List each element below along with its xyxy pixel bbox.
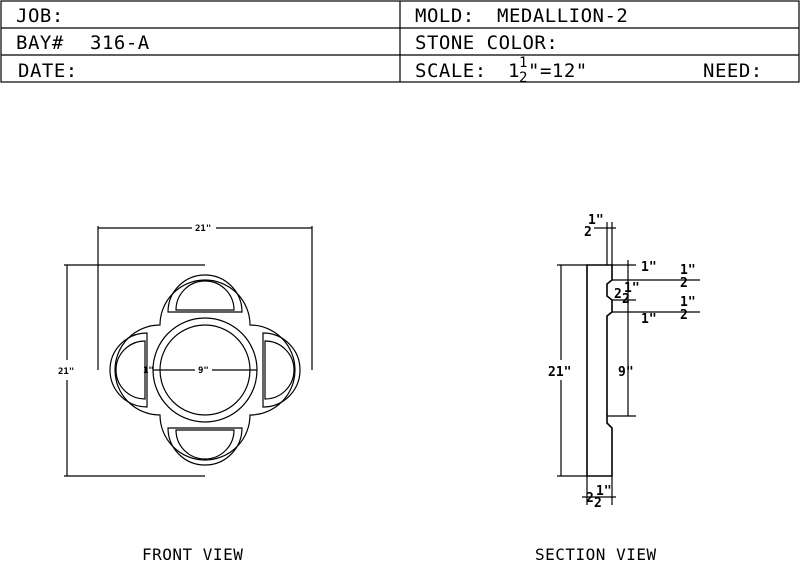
- mold-label: MOLD:: [415, 5, 475, 27]
- section-r4-den: 2: [680, 308, 688, 323]
- section-top-num: 1": [588, 213, 604, 228]
- section-view: 21" 1" 2 1" 1" 2 2 1" 2 1" 2 1" 9" 2 1" …: [535, 213, 700, 564]
- section-view-label: SECTION VIEW: [535, 545, 657, 564]
- section-r5-label: 1": [641, 312, 657, 327]
- stone-color-label: STONE COLOR:: [415, 32, 558, 54]
- section-r1-label: 1": [641, 260, 657, 275]
- job-label: JOB:: [16, 5, 64, 27]
- left-lobe-inner: [115, 340, 146, 400]
- height-dimension-label: 21": [58, 367, 74, 377]
- medallion-outline: [114, 279, 296, 461]
- mold-value: MEDALLION-2: [497, 5, 628, 27]
- bottom-lobe-outer: [167, 427, 243, 466]
- left-lobe-outer: [109, 332, 148, 408]
- title-block: JOB: BAY# 316-A DATE: MOLD: MEDALLION-2 …: [0, 0, 800, 86]
- section-r2-den: 2: [680, 276, 688, 291]
- section-r4-num: 1": [680, 295, 696, 310]
- top-lobe-outer: [167, 274, 243, 313]
- section-bottom-whole: 2: [586, 491, 594, 506]
- scale-rest: "=12": [528, 60, 588, 82]
- date-label: DATE:: [18, 60, 78, 82]
- section-bottom-den: 2: [594, 496, 602, 511]
- right-lobe-outer: [262, 332, 301, 408]
- section-mid-label: 9": [618, 365, 634, 380]
- width-dimension-label: 21": [195, 224, 211, 234]
- bay-value: 316-A: [90, 32, 150, 54]
- front-view: 21" 21" 9" 1" FRONT VIEW: [58, 224, 313, 564]
- top-lobe-inner: [175, 280, 235, 311]
- scale-whole: 1: [508, 60, 520, 82]
- right-lobe-inner: [264, 340, 295, 400]
- section-profile: [586, 264, 613, 477]
- section-top-den: 2: [584, 225, 592, 240]
- section-r2-num: 1": [680, 263, 696, 278]
- scale-den: 2: [519, 70, 527, 86]
- scale-num: 1: [519, 55, 527, 71]
- bottom-lobe-inner: [175, 429, 235, 460]
- bay-label: BAY#: [16, 32, 64, 54]
- need-label: NEED:: [703, 60, 763, 82]
- scale-label: SCALE:: [415, 60, 487, 82]
- section-r3-den: 2: [622, 292, 630, 307]
- section-r3-whole: 2: [614, 287, 622, 302]
- section-r3-num: 1": [624, 281, 640, 296]
- center-dimension-label: 9": [198, 366, 209, 376]
- front-view-label: FRONT VIEW: [142, 545, 243, 564]
- ring-dimension-label: 1": [143, 366, 154, 376]
- section-bottom-num: 1": [596, 484, 612, 499]
- section-height-label: 21": [548, 365, 571, 380]
